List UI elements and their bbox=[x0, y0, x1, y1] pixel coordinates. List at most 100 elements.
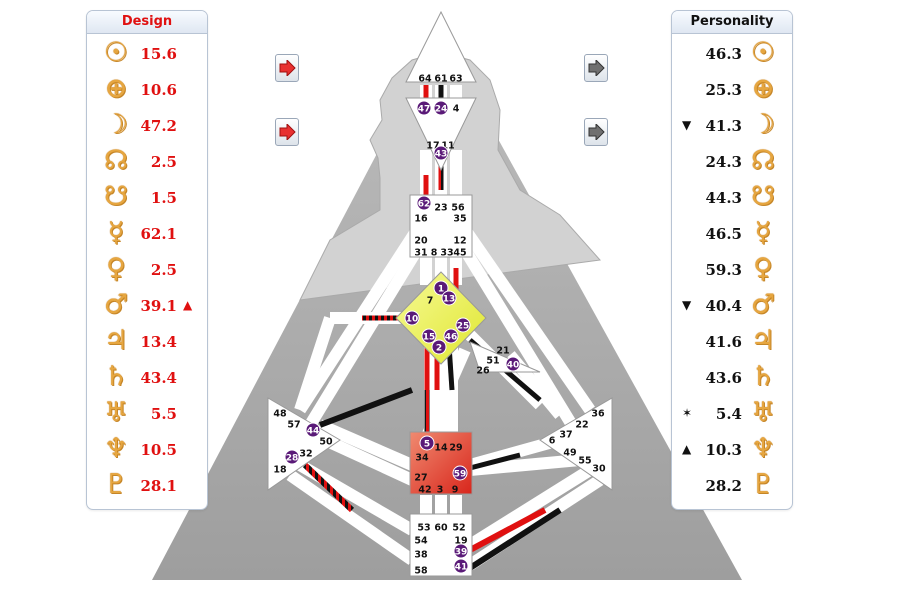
gate-44[interactable]: 44 bbox=[307, 427, 320, 437]
gate-39[interactable]: 39 bbox=[455, 548, 468, 558]
solar-plexus-center[interactable] bbox=[539, 397, 613, 491]
gate-41-marker[interactable] bbox=[453, 558, 469, 574]
gate-51[interactable]: 51 bbox=[486, 356, 499, 367]
gate-26[interactable]: 26 bbox=[476, 366, 490, 377]
gate-28-marker[interactable] bbox=[284, 449, 300, 465]
gate-25-marker[interactable] bbox=[455, 317, 471, 333]
gate-8[interactable]: 8 bbox=[431, 248, 438, 259]
gate-2-marker[interactable] bbox=[431, 339, 447, 355]
spleen-center[interactable] bbox=[267, 397, 341, 491]
gate-1-marker[interactable] bbox=[433, 280, 449, 296]
design-value: 13.4 bbox=[140, 333, 177, 351]
gate-43-marker[interactable] bbox=[433, 145, 449, 161]
ajna-center[interactable] bbox=[405, 97, 477, 172]
gate-47[interactable]: 47 bbox=[418, 105, 431, 115]
gate-56[interactable]: 56 bbox=[451, 203, 465, 214]
personality-row-sun: ☉46.3 bbox=[672, 37, 792, 73]
gate-25[interactable]: 25 bbox=[457, 322, 470, 332]
gate-31[interactable]: 31 bbox=[414, 248, 427, 259]
gate-19[interactable]: 19 bbox=[454, 536, 467, 547]
gate-24[interactable]: 24 bbox=[435, 105, 448, 115]
gate-23[interactable]: 23 bbox=[434, 203, 447, 214]
gate-28[interactable]: 28 bbox=[286, 454, 299, 464]
pluto-icon: ♇ bbox=[103, 469, 129, 500]
gate-41[interactable]: 41 bbox=[455, 563, 468, 573]
gate-63[interactable]: 63 bbox=[449, 74, 462, 85]
gate-62-marker[interactable] bbox=[416, 195, 432, 211]
gate-39-marker[interactable] bbox=[453, 543, 469, 559]
gate-35[interactable]: 35 bbox=[453, 214, 466, 225]
gate-32[interactable]: 32 bbox=[299, 449, 312, 460]
gate-43[interactable]: 43 bbox=[435, 150, 448, 160]
gate-48[interactable]: 48 bbox=[273, 409, 287, 420]
personality-next-button-2[interactable] bbox=[584, 118, 608, 146]
gate-50[interactable]: 50 bbox=[319, 437, 333, 448]
gate-34[interactable]: 34 bbox=[415, 453, 429, 464]
gate-2[interactable]: 2 bbox=[436, 344, 442, 354]
gate-20[interactable]: 20 bbox=[414, 236, 428, 247]
gate-38[interactable]: 38 bbox=[414, 550, 428, 561]
gate-15-marker[interactable] bbox=[421, 328, 437, 344]
personality-next-button-1[interactable] bbox=[584, 54, 608, 82]
gate-60[interactable]: 60 bbox=[434, 523, 448, 534]
gate-29[interactable]: 29 bbox=[449, 443, 462, 454]
gate-4[interactable]: 4 bbox=[453, 104, 460, 115]
gate-59[interactable]: 59 bbox=[454, 470, 467, 480]
gate-1[interactable]: 1 bbox=[438, 285, 444, 295]
gate-10[interactable]: 10 bbox=[406, 315, 419, 325]
gate-40[interactable]: 40 bbox=[507, 361, 520, 371]
design-next-button-2[interactable] bbox=[275, 118, 299, 146]
gate-9[interactable]: 9 bbox=[452, 485, 459, 496]
gate-13-marker[interactable] bbox=[441, 290, 457, 306]
gate-14[interactable]: 14 bbox=[434, 443, 448, 454]
gate-53[interactable]: 53 bbox=[417, 523, 430, 534]
gate-52[interactable]: 52 bbox=[452, 523, 465, 534]
gate-10-marker[interactable] bbox=[404, 310, 420, 326]
gate-59-marker[interactable] bbox=[452, 465, 468, 481]
design-value: 62.1 bbox=[140, 225, 177, 243]
gate-61[interactable]: 61 bbox=[434, 74, 447, 85]
gate-42[interactable]: 42 bbox=[418, 485, 431, 496]
gate-36[interactable]: 36 bbox=[591, 409, 605, 420]
head-center[interactable] bbox=[405, 10, 477, 83]
gate-46[interactable]: 46 bbox=[445, 333, 458, 343]
gate-40-marker[interactable] bbox=[505, 356, 521, 372]
gate-3[interactable]: 3 bbox=[437, 485, 444, 496]
gate-37[interactable]: 37 bbox=[559, 430, 572, 441]
personality-value: 44.3 bbox=[705, 189, 742, 207]
gate-13[interactable]: 13 bbox=[443, 295, 456, 305]
gate-5-marker[interactable] bbox=[419, 435, 435, 451]
design-next-button-1[interactable] bbox=[275, 54, 299, 82]
gate-16[interactable]: 16 bbox=[414, 214, 428, 225]
gate-6[interactable]: 6 bbox=[549, 436, 556, 447]
ego-center[interactable] bbox=[469, 341, 541, 373]
gate-45[interactable]: 45 bbox=[453, 248, 466, 259]
uranus-icon: ♅ bbox=[103, 397, 129, 428]
gate-54[interactable]: 54 bbox=[414, 536, 428, 547]
gate-49[interactable]: 49 bbox=[563, 448, 576, 459]
gate-62[interactable]: 62 bbox=[418, 200, 431, 210]
gate-12[interactable]: 12 bbox=[453, 236, 466, 247]
gate-22[interactable]: 22 bbox=[575, 420, 588, 431]
watermark-brand: okidoki bbox=[16, 556, 107, 581]
gate-27[interactable]: 27 bbox=[414, 473, 427, 484]
gate-57[interactable]: 57 bbox=[287, 420, 300, 431]
gate-55[interactable]: 55 bbox=[578, 456, 591, 467]
gate-5[interactable]: 5 bbox=[424, 440, 430, 450]
gate-44-marker[interactable] bbox=[305, 422, 321, 438]
gate-58[interactable]: 58 bbox=[414, 566, 428, 577]
gate-15[interactable]: 15 bbox=[423, 333, 436, 343]
gate-30[interactable]: 30 bbox=[592, 464, 606, 475]
gate-47-marker[interactable] bbox=[416, 100, 432, 116]
earth-icon: ⊕ bbox=[751, 73, 775, 104]
gate-64[interactable]: 64 bbox=[418, 74, 432, 85]
gate-18[interactable]: 18 bbox=[273, 465, 287, 476]
gate-21[interactable]: 21 bbox=[496, 346, 509, 357]
gate-33[interactable]: 33 bbox=[440, 248, 453, 259]
gate-11[interactable]: 11 bbox=[441, 141, 454, 152]
gate-17[interactable]: 17 bbox=[426, 141, 439, 152]
gate-7[interactable]: 7 bbox=[427, 296, 434, 307]
gate-46-marker[interactable] bbox=[443, 328, 459, 344]
gate-24-marker[interactable] bbox=[433, 100, 449, 116]
g-center[interactable] bbox=[395, 271, 487, 365]
